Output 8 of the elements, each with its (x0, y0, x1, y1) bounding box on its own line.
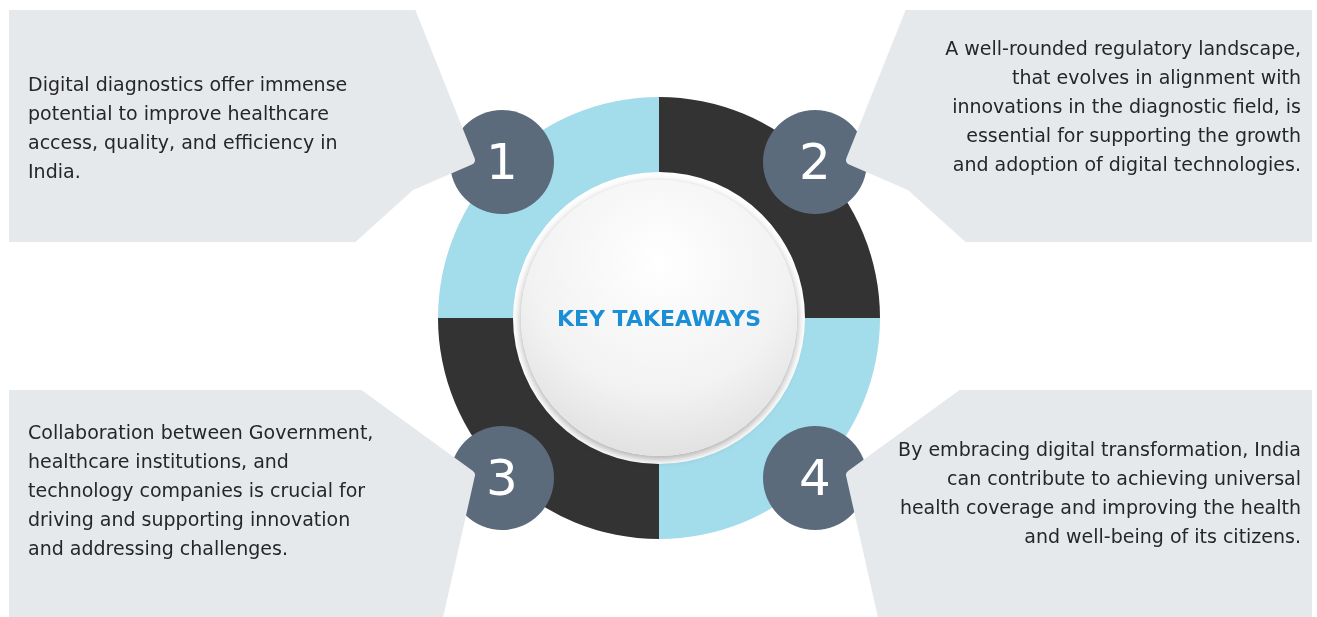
callout-panel (8, 10, 478, 242)
callout-panel (845, 10, 1313, 242)
callout-panel (8, 390, 478, 617)
takeaway-text: By embracing digital transformation, India can contribute to achieving universal health coverage and improving the health and well-being of its citizens. (897, 437, 1301, 549)
callout-panel (845, 390, 1313, 617)
takeaway-text: Digital diagnostics offer immense potential to improve healthcare access, quality, and efficiency in India. (28, 72, 349, 184)
takeaway-text: Collaboration between Government, healthcare institutions, and technology companies is crucial for driving and supporting innovation and addressing challenges. (28, 420, 375, 561)
takeaway-text: A well-rounded regulatory landscape, that evolves in alignment with innovations in the diagnostic field, is essential for supporting the growth and adoption of digital technologies. (945, 36, 1301, 177)
